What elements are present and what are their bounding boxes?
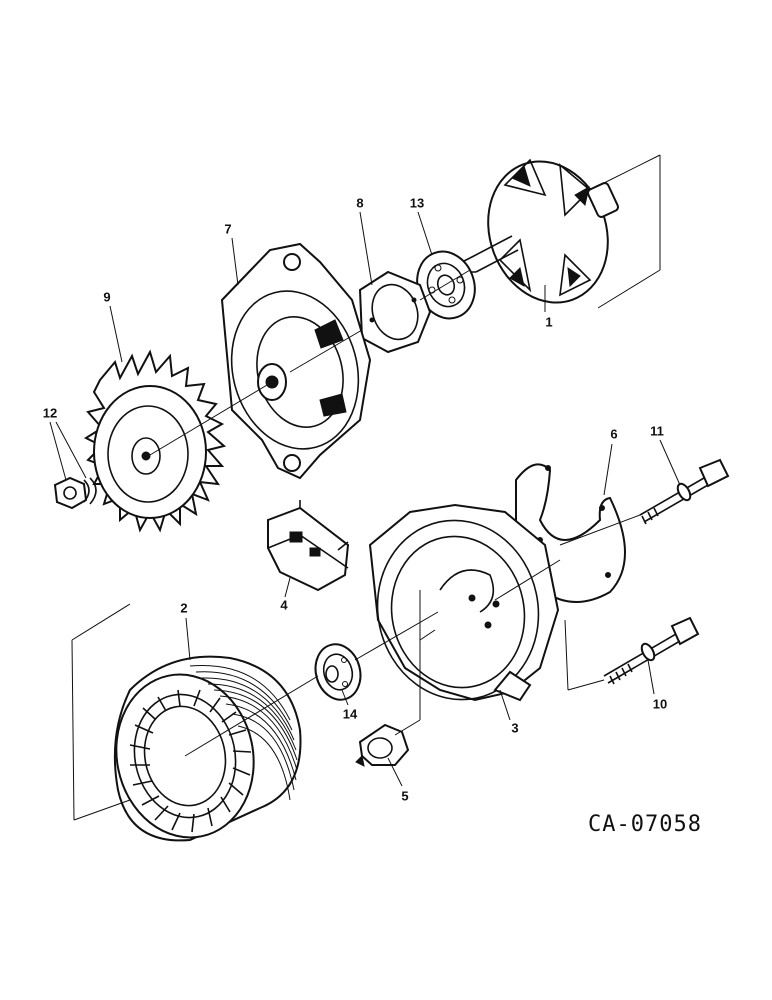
bolt-10-part [603,616,700,685]
callout-14: 14 [342,706,358,722]
callout-4: 4 [280,597,288,613]
terminal-part [355,723,410,767]
stator-part [113,655,302,842]
callout-8: 8 [356,195,364,211]
callout-11: 11 [650,423,664,439]
regulator-part [267,500,350,592]
callout-6: 6 [610,426,618,442]
retainer-plate-part [358,270,432,354]
callout-5: 5 [401,788,409,804]
callout-2: 2 [180,600,188,616]
fan-pulley-part [83,349,227,533]
stator-slots [129,689,252,833]
figure-id: CA-07058 [588,812,702,837]
callout-9: 9 [103,289,111,305]
callout-12: 12 [42,405,58,421]
callout-1: 1 [545,314,553,330]
bolt-11-part [639,458,730,525]
front-housing-part [220,242,372,480]
callout-3: 3 [511,720,519,736]
bearing-14-part [314,643,362,701]
callout-10: 10 [652,696,668,712]
assembly-lines [71,269,641,821]
nut-washer-part [53,476,97,510]
bearing-13-part [416,250,476,320]
callout-7: 7 [224,221,232,237]
rear-housing-part [368,503,560,702]
callout-13: 13 [409,195,425,211]
rotor-part [461,154,661,309]
leader-lines [49,211,681,787]
